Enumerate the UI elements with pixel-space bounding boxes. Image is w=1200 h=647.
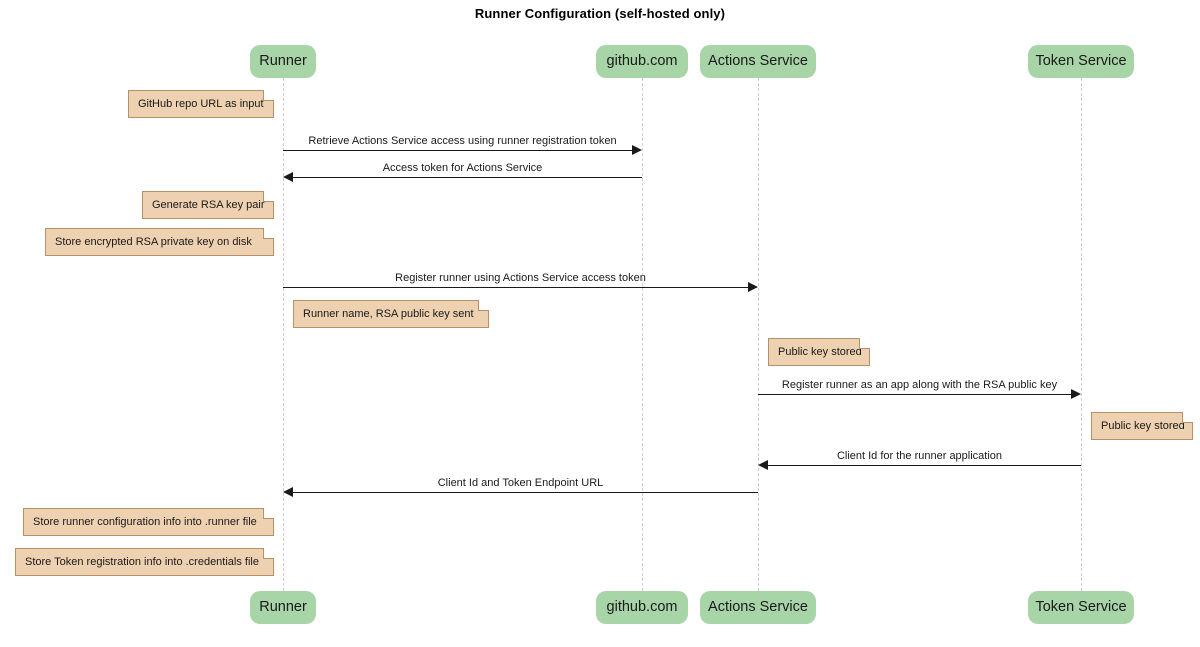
message-label-client-id-token-endpoint: Client Id and Token Endpoint URL (437, 477, 604, 489)
message-line-client-id-token-endpoint (293, 492, 758, 493)
participant-token-bottom[interactable]: Token Service (1028, 591, 1134, 624)
participant-actions-bottom[interactable]: Actions Service (700, 591, 816, 624)
lifeline-github (642, 78, 643, 591)
note-label: Store runner configuration info into .ru… (33, 516, 257, 528)
participant-github-bottom[interactable]: github.com (596, 591, 688, 624)
participant-actions-top[interactable]: Actions Service (700, 45, 816, 78)
message-line-client-id (768, 465, 1081, 466)
message-line-access-token (293, 177, 642, 178)
note-public-key-stored-token: Public key stored (1091, 412, 1193, 440)
note-generate-rsa-key-pair: Generate RSA key pair (142, 191, 274, 219)
message-label-client-id: Client Id for the runner application (836, 450, 1003, 462)
note-fold-icon (263, 508, 274, 519)
message-label-access-token: Access token for Actions Service (382, 162, 543, 174)
message-arrowhead-retrieve-access (632, 145, 642, 155)
message-line-register-runner (283, 287, 748, 288)
participant-runner-top[interactable]: Runner (250, 45, 316, 78)
message-label-retrieve-access: Retrieve Actions Service access using ru… (308, 135, 617, 147)
note-public-key-stored-actions: Public key stored (768, 338, 870, 366)
message-line-retrieve-access (283, 150, 633, 151)
note-fold-icon (859, 338, 870, 349)
note-store-token-registration: Store Token registration info into .cred… (15, 548, 274, 576)
note-label: Public key stored (778, 346, 862, 358)
note-label: Store encrypted RSA private key on disk (55, 236, 252, 248)
lifeline-token (1081, 78, 1082, 591)
note-label: Generate RSA key pair (152, 199, 265, 211)
note-label: Public key stored (1101, 420, 1185, 432)
participant-github-top[interactable]: github.com (596, 45, 688, 78)
participant-token-top[interactable]: Token Service (1028, 45, 1134, 78)
message-arrowhead-register-runner (748, 282, 758, 292)
message-arrowhead-access-token (283, 172, 293, 182)
note-fold-icon (263, 228, 274, 239)
message-arrowhead-client-id (758, 460, 768, 470)
note-fold-icon (478, 300, 489, 311)
note-github-repo-url: GitHub repo URL as input (128, 90, 274, 118)
message-arrowhead-client-id-token-endpoint (283, 487, 293, 497)
note-fold-icon (263, 90, 274, 101)
diagram-title: Runner Configuration (self-hosted only) (474, 6, 726, 21)
note-label: Runner name, RSA public key sent (303, 308, 474, 320)
participant-runner-bottom[interactable]: Runner (250, 591, 316, 624)
note-store-runner-config: Store runner configuration info into .ru… (23, 508, 274, 536)
note-store-encrypted-private-key: Store encrypted RSA private key on disk (45, 228, 274, 256)
message-label-register-runner: Register runner using Actions Service ac… (395, 272, 646, 284)
note-fold-icon (263, 548, 274, 559)
note-label: GitHub repo URL as input (138, 98, 264, 110)
note-fold-icon (263, 191, 274, 202)
lifeline-runner (283, 78, 284, 591)
message-label-register-app: Register runner as an app along with the… (781, 379, 1058, 391)
note-fold-icon (1182, 412, 1193, 423)
note-label: Store Token registration info into .cred… (25, 556, 259, 568)
lifeline-actions (758, 78, 759, 591)
note-runner-name-public-key: Runner name, RSA public key sent (293, 300, 489, 328)
message-arrowhead-register-app (1071, 389, 1081, 399)
message-line-register-app (758, 394, 1071, 395)
